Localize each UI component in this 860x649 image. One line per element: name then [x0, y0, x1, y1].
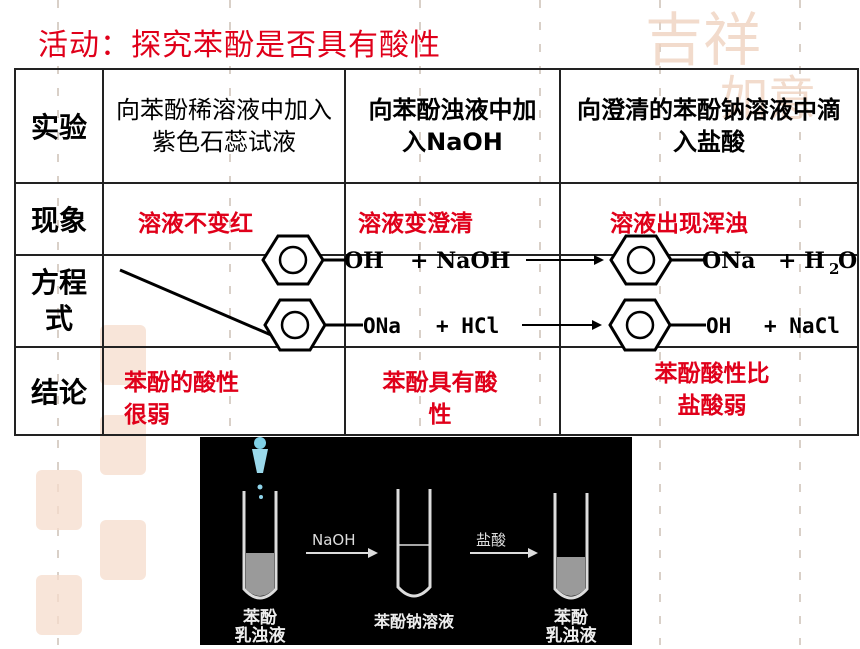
experiment-photo: NaOH 盐酸 苯酚 乳浊液 苯酚钠溶液 苯酚 乳浊液 — [200, 437, 632, 646]
experiment-cell-3: 向澄清的苯酚钠溶液中滴入盐酸 — [559, 68, 859, 184]
arrow-2-label: 盐酸 — [476, 531, 506, 549]
tube-2-label: 苯酚钠溶液 — [373, 612, 455, 631]
table-row: 方程式 — [14, 254, 859, 348]
row-header-conclusion: 结论 — [14, 346, 104, 436]
tube-1-label-line2: 乳浊液 — [235, 625, 286, 645]
tube-3-label-line1: 苯酚 — [553, 607, 589, 628]
tube-1-label-line1: 苯酚 — [242, 607, 278, 628]
experiment-cell-1: 向苯酚稀溶液中加入紫色石蕊试液 — [102, 68, 346, 184]
svg-text:吉祥: 吉祥 — [645, 6, 761, 74]
table-row: 结论 — [14, 346, 859, 436]
dropper-bulb — [254, 437, 266, 449]
arrow-1-label: NaOH — [312, 531, 356, 549]
decorative-seal — [100, 520, 146, 580]
row-header-experiment: 实验 — [14, 68, 104, 184]
decorative-seal — [36, 575, 82, 635]
experiment-text-1: 向苯酚稀溶液中加入紫色石蕊试液 — [116, 96, 332, 156]
drop — [257, 484, 263, 490]
table-row: 现象 — [14, 182, 859, 256]
row-header-equation: 方程式 — [14, 254, 104, 348]
drop — [259, 495, 263, 499]
equation-cell-3 — [559, 254, 859, 348]
test-tube-1 — [242, 491, 278, 600]
test-tube-2 — [396, 489, 432, 598]
equation-cell-2 — [344, 254, 561, 348]
arrow-2-head — [528, 548, 538, 558]
slide-title: 活动：探究苯酚是否具有酸性 — [38, 28, 441, 63]
phenomenon-cell-2 — [344, 182, 561, 256]
equation-cell-1 — [102, 254, 346, 348]
experiment-table: 实验 向苯酚稀溶液中加入紫色石蕊试液 向苯酚浊液中加入NaOH 向澄清的苯酚钠溶… — [14, 68, 859, 436]
table-row: 实验 向苯酚稀溶液中加入紫色石蕊试液 向苯酚浊液中加入NaOH 向澄清的苯酚钠溶… — [14, 68, 859, 184]
tube-3-label-line2: 乳浊液 — [546, 625, 597, 645]
experiment-cell-2: 向苯酚浊液中加入NaOH — [344, 68, 561, 184]
dropper-icon — [252, 449, 268, 473]
conclusion-cell-3 — [559, 346, 859, 436]
row-header-phenomenon: 现象 — [14, 182, 104, 256]
conclusion-cell-1 — [102, 346, 346, 436]
decorative-seal — [36, 470, 82, 530]
phenomenon-cell-1 — [102, 182, 346, 256]
row-header-equation-text: 方程式 — [31, 266, 88, 335]
phenomenon-cell-3 — [559, 182, 859, 256]
arrow-1-head — [368, 548, 378, 558]
experiment-text-3: 向澄清的苯酚钠溶液中滴入盐酸 — [577, 96, 841, 156]
test-tube-3 — [553, 493, 589, 600]
experiment-text-2: 向苯酚浊液中加入NaOH — [368, 96, 537, 156]
conclusion-cell-2 — [344, 346, 561, 436]
